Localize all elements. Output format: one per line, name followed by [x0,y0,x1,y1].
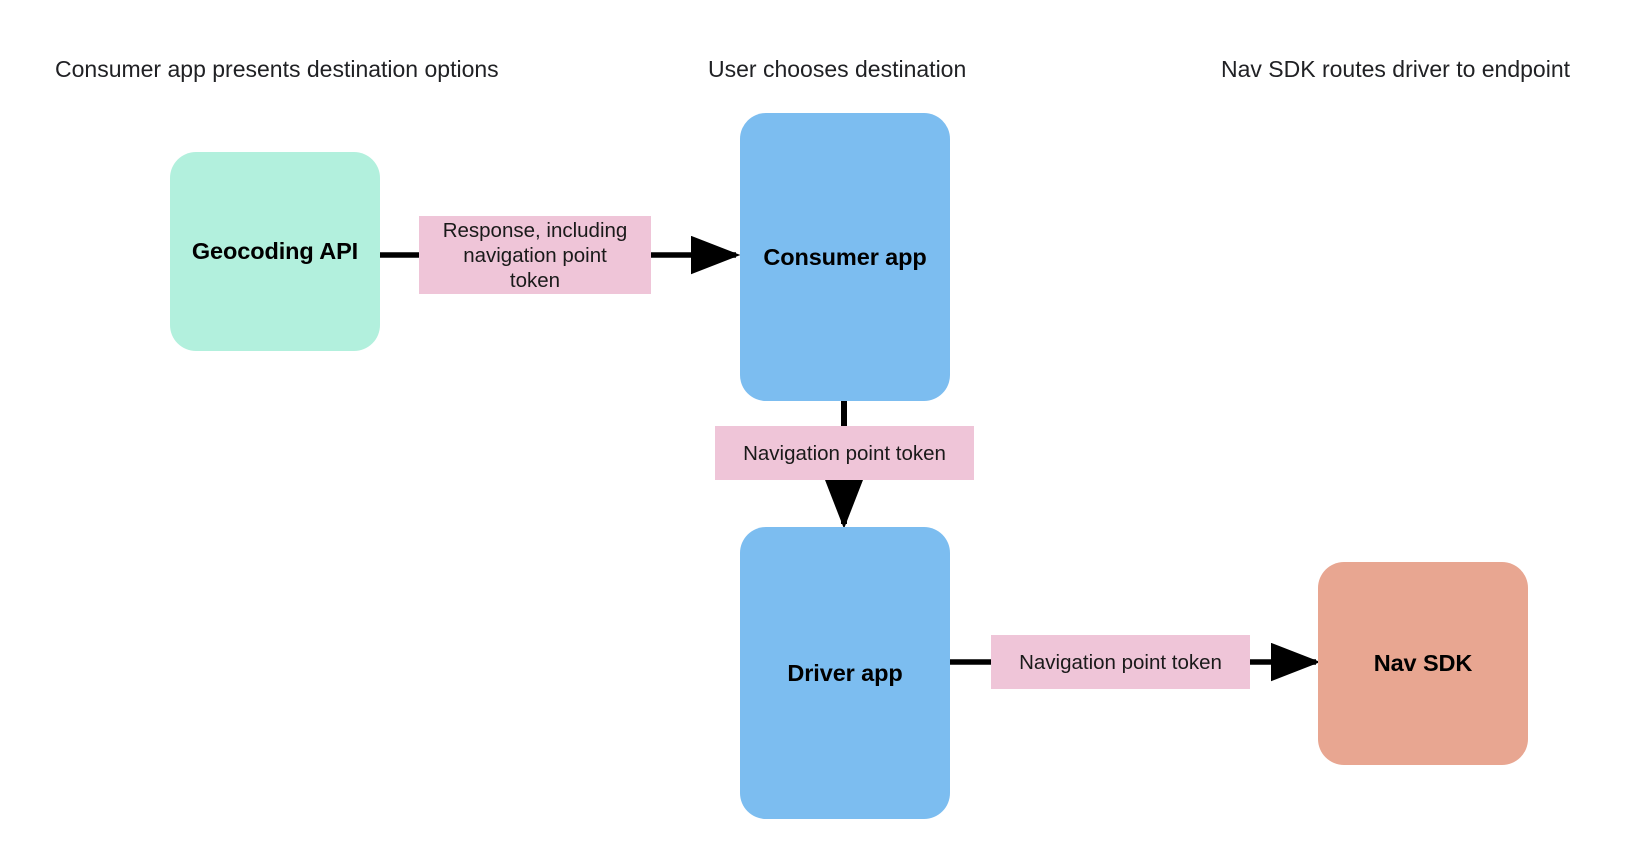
edge-label-response-including-navigation-point-token: Response, including navigation point tok… [419,216,651,294]
node-consumer-app[interactable]: Consumer app [740,113,950,401]
edge-label-response-lines: Response, including navigation point tok… [439,218,632,293]
column-header-stage-2: User chooses destination [708,56,967,82]
node-nav-sdk-label: Nav SDK [1373,650,1473,676]
edge-label-response-line-1: Response, including [442,218,628,242]
edge-label-response-line-3: token [509,268,561,292]
column-header-stage-1: Consumer app presents destination option… [55,56,499,82]
column-header-stage-3: Nav SDK routes driver to endpoint [1221,56,1571,82]
node-nav-sdk[interactable]: Nav SDK [1318,562,1528,765]
edge-label-navigation-point-token-driver-to-navsdk: Navigation point token [991,635,1250,689]
node-driver-app-label: Driver app [787,659,903,686]
edge-label-navigation-point-token-consumer-to-driver: Navigation point token [715,426,974,480]
node-geocoding-api[interactable]: Geocoding API [170,152,380,351]
edge-label-response-line-2: navigation point [463,243,607,267]
edge-label-navigation-point-token-driver-to-navsdk-text: Navigation point token [1019,650,1222,674]
node-geocoding-api-label: Geocoding API [191,238,359,264]
node-consumer-app-label: Consumer app [763,243,927,270]
edge-label-navigation-point-token-consumer-to-driver-text: Navigation point token [743,441,946,465]
node-driver-app[interactable]: Driver app [740,527,950,819]
